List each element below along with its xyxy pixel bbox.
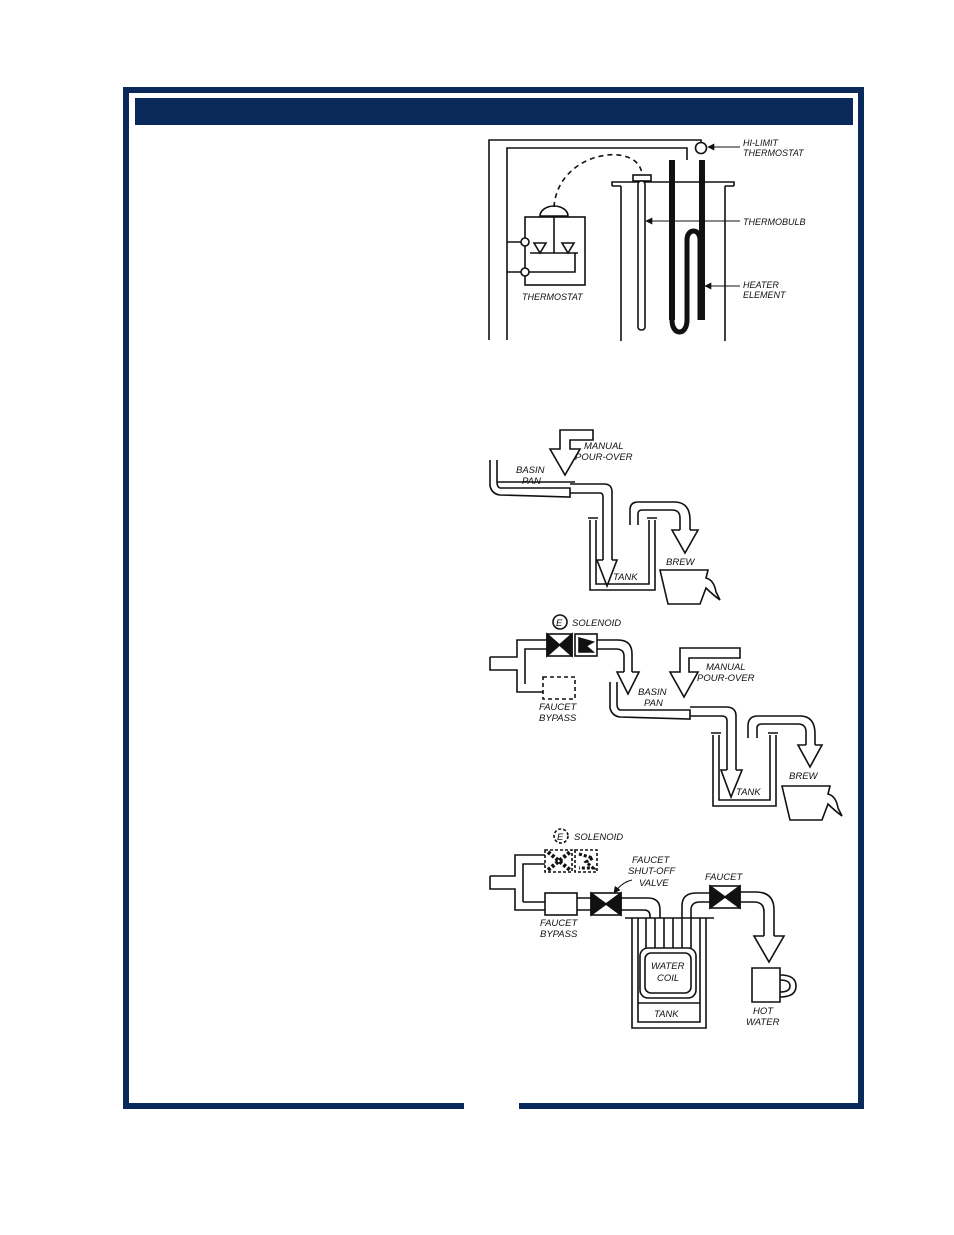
solenoid-valve: [546, 632, 598, 658]
pourover-basin-2: PAN: [522, 476, 541, 487]
solenoid-labels: E SOLENOID FAUCET BYPASS BASIN PAN MANUA…: [539, 618, 819, 798]
faucet-bypass-dashed: [542, 676, 576, 700]
wire-inner: [506, 147, 688, 340]
brew-arrow-2: [796, 744, 824, 769]
shutoff-label-2: SHUT-OFF: [628, 866, 676, 877]
solenoid-tank-label: TANK: [736, 787, 761, 798]
switch-contact-left: [532, 242, 548, 255]
faucet-label: FAUCET: [705, 872, 743, 883]
basin-pan-2: [609, 682, 691, 720]
shutoff-valve: [590, 891, 622, 917]
solenoid-symbol: [552, 614, 568, 630]
thermostat-box: [524, 216, 586, 286]
solenoid-down-arrow: [615, 671, 641, 696]
heater-label-1: HEATER: [743, 280, 779, 290]
heater-element-coil: [669, 228, 703, 335]
hi-limit-thermostat-symbol: [694, 141, 708, 155]
hot-water-arrow: [752, 935, 786, 964]
tank-outlet-pipe-2: [747, 715, 816, 745]
hotwater-bypass-2: BYPASS: [540, 929, 578, 940]
water-coil-label-2: COIL: [657, 973, 679, 984]
shutoff-label-1: FAUCET: [632, 855, 670, 866]
solenoid-bypass-2: BYPASS: [539, 713, 577, 724]
basin-to-tank-pipe: [570, 483, 613, 560]
tank-outlet-pipe: [629, 501, 691, 530]
switch-contact-right: [560, 242, 576, 255]
pourover-labels: MANUAL POUR-OVER BASIN PAN TANK BREW: [516, 441, 696, 583]
pourover-basin-1: BASIN: [516, 465, 545, 476]
hot-water-label-1: HOT: [753, 1006, 774, 1017]
shutoff-leader: [613, 879, 633, 894]
faucet-outlet-pipe: [740, 891, 775, 936]
shutoff-label-3: VALVE: [639, 878, 669, 889]
terminal-bottom: [520, 267, 530, 277]
solenoid-label: SOLENOID: [572, 618, 621, 629]
pourover-brew-label: BREW: [666, 557, 696, 568]
hot-water-mug: [751, 967, 781, 1003]
pourover-manual-1: MANUAL: [584, 441, 624, 452]
hot-water-labels: E SOLENOID FAUCET SHUT-OFF VALVE FAUCET …: [540, 832, 780, 1028]
terminal-top: [520, 237, 530, 247]
pourover-diagram: [489, 429, 721, 605]
water-coil: [639, 947, 697, 999]
inlet-pipe: [489, 639, 547, 693]
solenoid-e-symbol: E: [556, 618, 563, 629]
faucet-bypass-box: [544, 892, 578, 916]
hot-water-label-2: WATER: [746, 1017, 780, 1028]
thermostat-label: THERMOSTAT: [522, 292, 584, 302]
tank-to-faucet-pipe: [681, 892, 710, 918]
pourover-tank: [588, 517, 657, 591]
solenoid-manual-2: POUR-OVER: [697, 673, 755, 684]
mug-handle: [779, 974, 797, 998]
solenoid-valve-dashed: [544, 849, 598, 873]
heater-label-2: ELEMENT: [743, 290, 787, 300]
solenoid-brew-label: BREW: [789, 771, 819, 782]
water-coil-label-1: WATER: [651, 961, 685, 972]
header-bar: [135, 98, 853, 125]
solenoid-basin-2: PAN: [644, 698, 663, 709]
heater-thermostat-diagram: [488, 139, 740, 341]
pourover-manual-2: POUR-OVER: [575, 452, 633, 463]
tank-fill-arrow-2: [719, 769, 744, 800]
solenoid-to-basin-pipe: [597, 639, 633, 672]
brew-arrow: [670, 529, 700, 555]
pipe-to-shutoff: [577, 897, 591, 911]
brew-carafe-2: [780, 785, 843, 821]
thermobulb: [637, 180, 646, 331]
pourover-tank-label: TANK: [613, 572, 638, 583]
pour-arrow-2: [668, 647, 741, 699]
thermobulb-cap: [632, 174, 652, 182]
inlet-pipe-2: [489, 854, 545, 911]
hotwater-bypass-1: FAUCET: [540, 918, 578, 929]
brew-carafe: [658, 569, 721, 605]
solenoid-bypass-1: FAUCET: [539, 702, 577, 713]
thermostat-bellows: [539, 205, 569, 217]
water-coil-tubes: [645, 918, 692, 948]
solenoid-diagram: [489, 614, 843, 821]
page-frame: [123, 87, 864, 1109]
pipe-into-tank: [621, 897, 661, 918]
hi-limit-label-1: HI-LIMIT: [743, 138, 780, 148]
hotwater-tank-label: TANK: [654, 1009, 679, 1020]
solenoid-basin-1: BASIN: [638, 687, 667, 698]
pour-down-arrow: [595, 559, 619, 589]
frame-border: [123, 87, 864, 1109]
switch-wire: [529, 253, 576, 273]
capillary-tube: [553, 154, 643, 208]
heater-labels: HI-LIMIT THERMOSTAT THERMOBULB HEATER EL…: [522, 138, 806, 302]
hotwater-solenoid-label: SOLENOID: [574, 832, 623, 843]
water-coil-inner: [644, 952, 692, 994]
solenoid-manual-1: MANUAL: [706, 662, 746, 673]
hi-limit-label-2: THERMOSTAT: [743, 148, 805, 158]
faucet-valve: [709, 884, 741, 910]
basin-to-tank-pipe-2: [690, 706, 737, 770]
thermobulb-label: THERMOBULB: [743, 217, 806, 227]
hot-water-diagram: [489, 828, 797, 1029]
solenoid-symbol-2: [553, 828, 569, 844]
pour-arrow: [548, 429, 594, 477]
hot-water-tank: [625, 917, 714, 1029]
hotwater-e-symbol: E: [557, 832, 564, 843]
solenoid-tank: [711, 732, 778, 807]
